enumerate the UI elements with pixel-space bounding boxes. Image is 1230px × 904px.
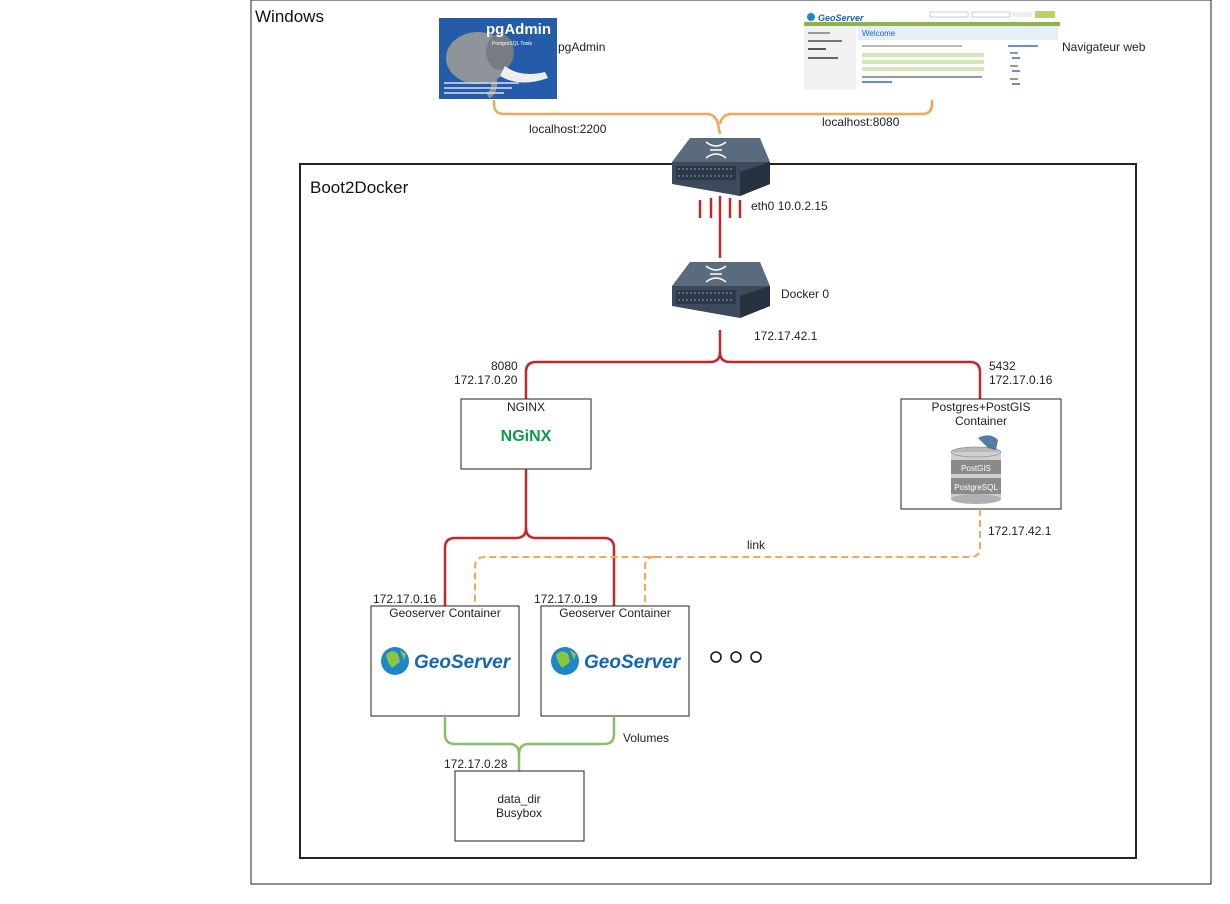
windows-label: Windows <box>255 7 324 26</box>
browser-welcome: Welcome <box>862 29 896 38</box>
nginx-logo: NGiNX <box>501 428 552 445</box>
geoserver-1-ip: 172.17.0.16 <box>373 592 437 606</box>
globe-icon <box>807 13 815 21</box>
link-label: link <box>747 538 766 552</box>
host-router-icon <box>672 138 770 196</box>
postgres-ip: 172.17.0.16 <box>989 373 1053 387</box>
volumes-label: Volumes <box>623 731 669 745</box>
docker0-router-icon <box>672 262 770 318</box>
pgadmin-logo: pgAdmin PostgreSQL Tools <box>439 18 557 99</box>
geoserver-1-title: Geoserver Container <box>389 606 500 620</box>
browser-port: localhost:8080 <box>822 115 900 129</box>
db-bottom-label: PostgreSQL <box>954 483 998 492</box>
postgres-port: 5432 <box>989 359 1016 373</box>
datadir-line2: Busybox <box>496 806 542 820</box>
nginx-geoserver-links <box>443 469 616 606</box>
geoserver-1-logo: GeoServer <box>381 647 512 675</box>
more-containers-icon <box>710 651 762 663</box>
geoserver-2-ip: 172.17.0.19 <box>534 592 598 606</box>
datadir-line1: data_dir <box>497 792 540 806</box>
datadir-ip: 172.17.0.28 <box>444 757 508 771</box>
pgadmin-logo-sub: PostgreSQL Tools <box>492 41 533 47</box>
nginx-title: NGINX <box>507 400 545 414</box>
docker0-links <box>524 330 982 399</box>
pgadmin-port: localhost:2200 <box>529 122 607 136</box>
datadir-container <box>454 770 585 842</box>
elephant-icon-small <box>978 435 998 450</box>
pgadmin-label: pgAdmin <box>558 40 605 54</box>
postgres-link-ip: 172.17.42.1 <box>988 524 1052 538</box>
geoserver-2-title: Geoserver Container <box>559 606 670 620</box>
postgres-title-1: Postgres+PostGIS <box>931 400 1030 414</box>
volume-links <box>443 716 616 771</box>
host-connections <box>492 100 934 135</box>
browser-label: Navigateur web <box>1062 40 1146 54</box>
svg-text:GeoServer: GeoServer <box>414 652 512 673</box>
pgadmin-logo-title: pgAdmin <box>486 21 551 38</box>
docker0-ip: 172.17.42.1 <box>754 329 818 343</box>
svg-text:GeoServer: GeoServer <box>584 652 682 673</box>
postgres-title-2: Container <box>955 414 1007 428</box>
browser-screenshot: GeoServer Welcome <box>804 10 1060 90</box>
link-connections <box>474 509 981 606</box>
docker0-label: Docker 0 <box>781 287 829 301</box>
windows-frame <box>250 0 1212 885</box>
browser-brand: GeoServer <box>818 13 864 23</box>
db-top-label: PostGIS <box>961 464 991 473</box>
boot2docker-label: Boot2Docker <box>310 178 409 197</box>
eth0-port-lines <box>698 196 742 258</box>
nginx-ip: 172.17.0.20 <box>454 373 518 387</box>
database-icon: PostGIS PostgreSQL <box>950 435 1002 504</box>
eth0-label: eth0 10.0.2.15 <box>751 199 828 213</box>
geoserver-2-logo: GeoServer <box>551 647 682 675</box>
nginx-container <box>460 398 592 470</box>
nginx-port: 8080 <box>491 359 518 373</box>
